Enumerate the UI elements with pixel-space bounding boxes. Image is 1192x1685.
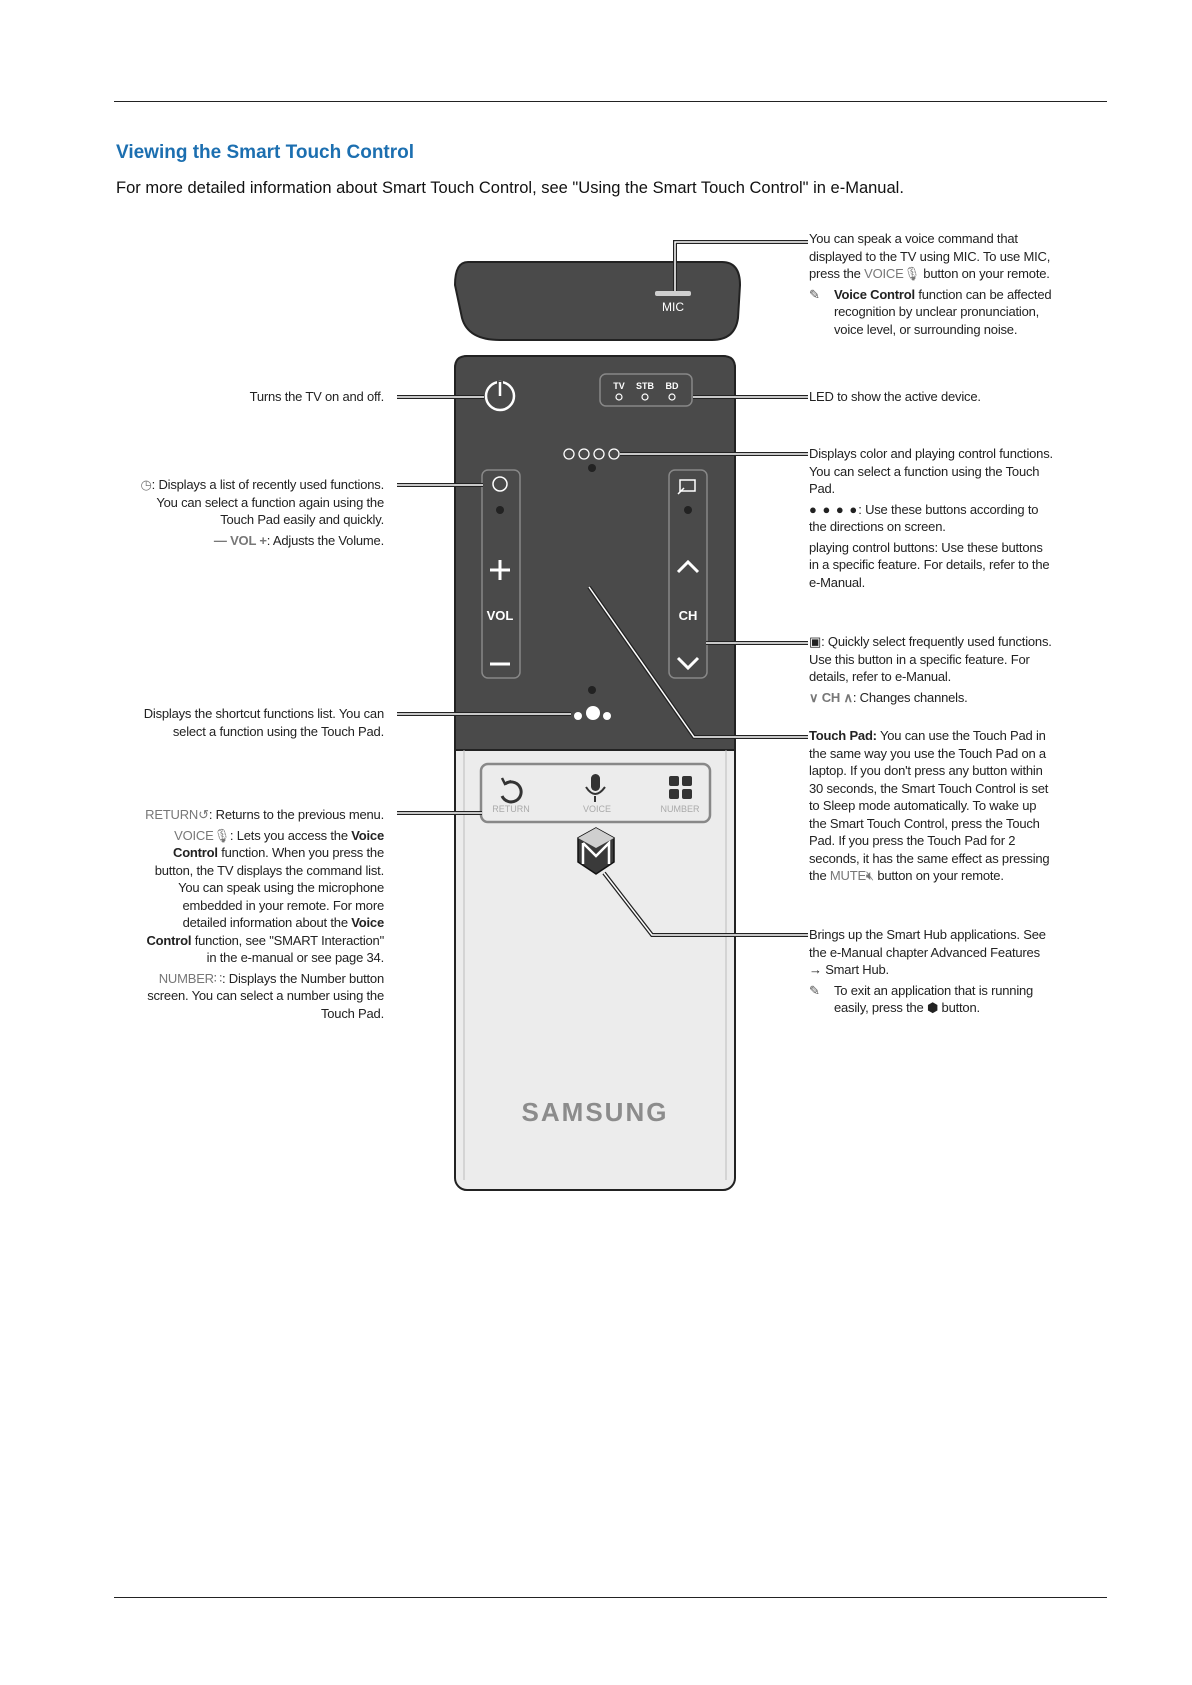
return-icon: ↺: [198, 807, 209, 822]
number-icon: ∷: [213, 970, 222, 986]
channel-rocker[interactable]: [668, 469, 708, 679]
volume-rocker[interactable]: [481, 469, 521, 679]
mic-slot: [655, 291, 691, 296]
channel-down-icon[interactable]: [676, 656, 700, 671]
recent-icon: ◷: [140, 477, 152, 492]
annotation-return-voice-number: RETURN↺: Returns to the previous menu. V…: [145, 807, 384, 1021]
mic-label: MIC: [662, 300, 684, 314]
footer-rule: [114, 1597, 1107, 1598]
smart-hub-icon: ⬢: [926, 1000, 939, 1015]
led-tv-label: TV: [613, 381, 625, 391]
annotation-shortcut: Displays the shortcut functions list. Yo…: [143, 706, 385, 739]
note-icon: ✎: [809, 286, 820, 302]
led-bd-label: BD: [666, 381, 679, 391]
voice-icon[interactable]: [591, 774, 600, 791]
page-title: Viewing the Smart Touch Control: [116, 142, 415, 163]
header-rule: [114, 101, 1107, 102]
voice-icon: 🎙︎: [213, 827, 231, 843]
annotation-touch-pad: Touch Pad: You can use the Touch Pad in …: [809, 728, 1050, 883]
annotation-recent: ◷: Displays a list of recently used func…: [140, 477, 385, 548]
intro-text: For more detailed information about Smar…: [116, 179, 904, 197]
number-label: NUMBER: [660, 804, 700, 814]
annotation-smart-hub: Brings up the Smart Hub applications. Se…: [809, 927, 1046, 1015]
color-buttons[interactable]: [563, 448, 620, 460]
recent-icon[interactable]: [492, 476, 508, 492]
number-icon[interactable]: [669, 776, 692, 799]
ch-label: CH: [679, 608, 698, 623]
mic-unit: [453, 261, 742, 341]
annotation-led: LED to show the active device.: [809, 389, 981, 404]
led-stb-label: STB: [636, 381, 655, 391]
annotation-color-buttons: Displays color and playing control funct…: [809, 446, 1053, 590]
shortcut-button[interactable]: [574, 706, 611, 720]
led-indicator-box: [599, 373, 693, 407]
brand-logo: SAMSUNG: [522, 1097, 669, 1127]
return-label: RETURN: [492, 804, 530, 814]
annotation-mic: You can speak a voice command that displ…: [809, 231, 1052, 337]
vol-label: VOL: [487, 608, 514, 623]
quick-select-icon[interactable]: [679, 479, 696, 492]
voice-label: VOICE: [583, 804, 611, 814]
quick-select-icon: ▣: [809, 634, 822, 649]
channel-up-icon[interactable]: [676, 559, 700, 574]
annotation-quick-select: ▣: Quickly select frequently used functi…: [809, 634, 1052, 705]
bottom-button-strip: [479, 762, 712, 824]
smart-hub-icon[interactable]: [577, 827, 615, 875]
annotation-power: Turns the TV on and off.: [249, 389, 385, 404]
note-icon: ✎: [809, 982, 820, 998]
